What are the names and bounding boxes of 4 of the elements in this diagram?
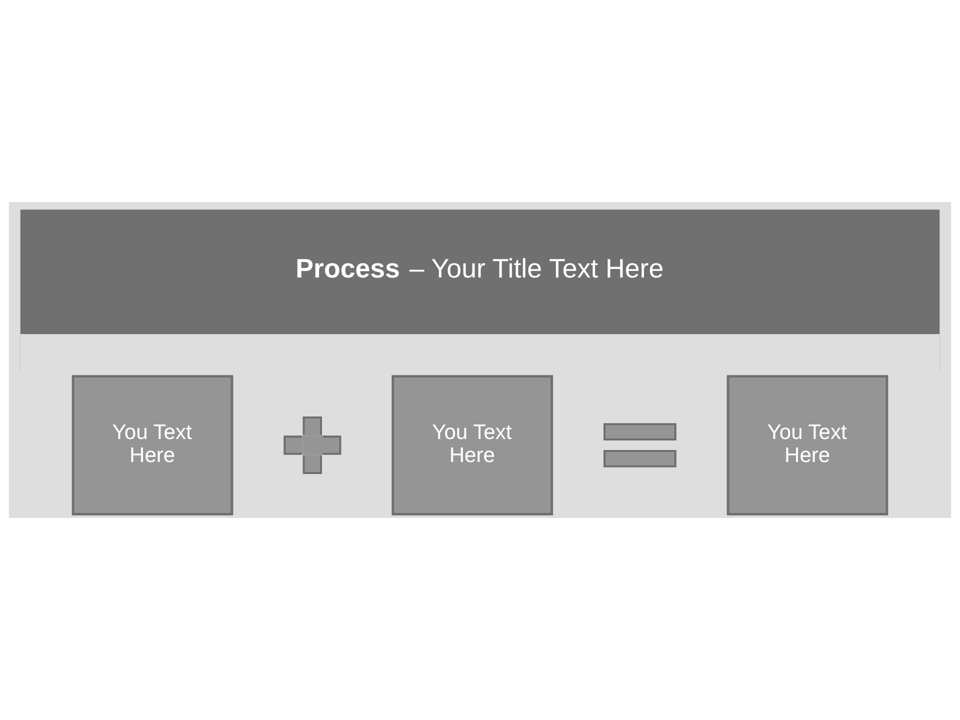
node-box: You Text Here — [392, 375, 554, 516]
diagram-title: Process – Your Title Text Here — [296, 254, 664, 284]
node-box: You Text Here — [726, 375, 888, 516]
node-box: You Text Here — [72, 375, 234, 516]
